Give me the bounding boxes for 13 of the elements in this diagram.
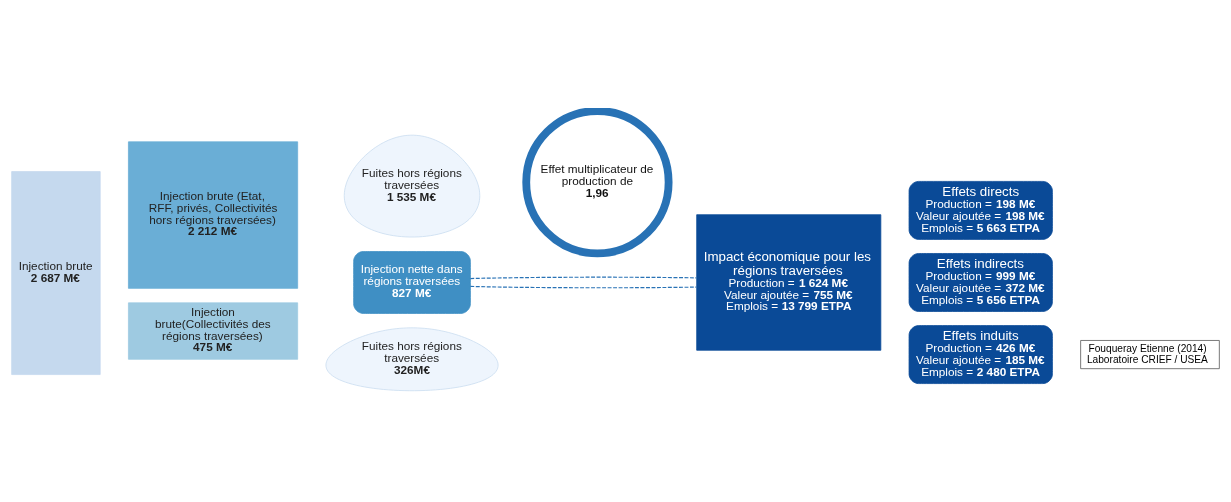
node-box: Effets indirects Production = 999 M€ Valeur ajoutée = 372 M€ Emplois = 5 656 ETPA [908, 253, 1053, 312]
node-box: Injection nette dans régions traversées 827 M€ [353, 251, 471, 314]
connector [469, 276, 697, 280]
node-box: Injection brute 2 687 M€ [11, 171, 101, 375]
node-box: Injection brute (Etat, RFF, privés, Collectivités hors régions traversées) 2 212 M€ [128, 141, 299, 289]
label: Fouqueray Etienne (2014) [1088, 342, 1207, 354]
node-circle: Effet multiplicateur de production de 1,96 [522, 108, 673, 258]
node-box: Effets induits Production = 426 M€ Valeur ajoutée = 185 M€ Emplois = 2 480 ETPA [908, 325, 1053, 384]
node-box: Impact économique pour les régions traversées Production = 1 624 M€ Valeur ajoutée = 755 M€ Emplois = 13 799 ETPA [696, 214, 882, 351]
node-box: Injection brute(Collectivités des régions traversées) 475 M€ [128, 302, 299, 360]
label: Laboratoire CRIEF / USEA [1086, 353, 1208, 365]
connector [469, 285, 697, 289]
node-box: Effets directs Production = 198 M€ Valeur ajoutée = 198 M€ Emplois = 5 663 ETPA [908, 181, 1053, 240]
